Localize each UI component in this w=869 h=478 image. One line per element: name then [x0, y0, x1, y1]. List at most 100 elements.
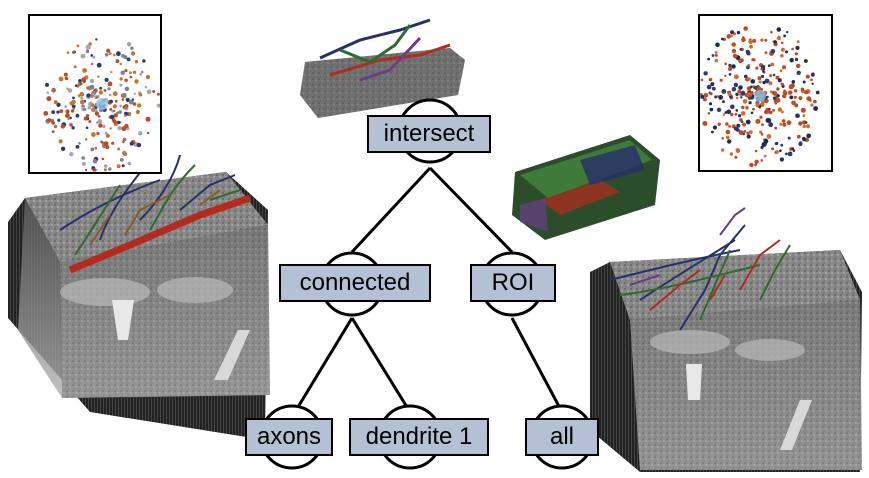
scatter-point [764, 51, 768, 55]
scatter-point [776, 35, 782, 41]
scatter-point [97, 75, 100, 78]
scatter-point [72, 50, 75, 54]
scatter-point [800, 107, 806, 113]
scatter-point [792, 149, 796, 152]
scatter-point [748, 39, 753, 45]
scatter-point [119, 104, 123, 108]
scatter-point [108, 52, 112, 56]
scatter-point [782, 122, 787, 127]
scatter-point [724, 62, 727, 66]
scatter-point [75, 145, 80, 149]
scatter-point [721, 137, 724, 140]
roi-rendering [512, 135, 660, 240]
scatter-point [722, 100, 725, 104]
scatter-point [71, 99, 76, 105]
scatter-point [730, 104, 735, 110]
scatter-point [806, 133, 811, 139]
scatter-point [725, 135, 730, 140]
scatter-point [122, 137, 127, 142]
scatter-point [758, 80, 762, 84]
scatter-point [94, 106, 98, 109]
scatter-point [810, 78, 813, 82]
scatter-point [770, 30, 773, 34]
scatter-point [117, 147, 121, 151]
scatter-point [740, 111, 746, 116]
scatter-point [782, 94, 787, 99]
scatter-point [78, 142, 81, 145]
scatter-point [53, 100, 58, 105]
scatter-point [730, 30, 734, 35]
scatter-point [144, 85, 148, 89]
scatter-point [63, 72, 68, 77]
scatter-point [737, 89, 741, 94]
scatter-point [781, 119, 786, 123]
scatter-point [764, 78, 770, 84]
scatter-point [127, 161, 132, 166]
scatter-point [773, 40, 777, 44]
right-scatter-plot [700, 26, 820, 168]
scatter-point [81, 156, 85, 160]
scatter-point [716, 95, 719, 98]
scatter-point [741, 105, 745, 110]
scatter-point [727, 92, 732, 96]
scatter-point [791, 47, 794, 51]
scatter-point [775, 142, 779, 145]
scatter-point [105, 133, 110, 138]
scatter-point [122, 140, 125, 144]
scatter-point [780, 143, 784, 147]
scatter-point [802, 114, 806, 118]
scatter-point [101, 141, 104, 144]
scatter-point [740, 96, 743, 99]
scatter-point [92, 158, 98, 164]
scatter-point [708, 102, 713, 106]
scatter-point [69, 116, 72, 120]
scatter-point [805, 74, 810, 79]
scatter-point [780, 82, 784, 86]
tree-edges [293, 166, 564, 413]
scatter-point [722, 113, 726, 116]
scatter-point [804, 90, 809, 95]
scatter-point [700, 94, 705, 99]
scatter-point [119, 77, 123, 81]
scatter-point [107, 81, 113, 87]
scatter-point [46, 91, 49, 94]
node-label-dendrite-1: dendrite 1 [349, 418, 489, 456]
scatter-point [53, 124, 58, 129]
scatter-point [59, 109, 64, 114]
node-label-all: all [525, 418, 599, 456]
scatter-point [811, 72, 815, 76]
scatter-point [721, 148, 725, 152]
scatter-point [726, 109, 732, 115]
scatter-point [98, 123, 103, 128]
scatter-point [81, 77, 86, 82]
scatter-point [794, 103, 799, 108]
scatter-point [111, 141, 115, 145]
scatter-point [799, 141, 803, 145]
scatter-point [121, 98, 125, 101]
scatter-point [119, 83, 123, 87]
scatter-point [752, 38, 757, 43]
scatter-point [709, 92, 713, 96]
scatter-point [766, 134, 772, 139]
scatter-point [735, 109, 739, 112]
scatter-point [80, 96, 84, 100]
node-label-connected: connected [279, 264, 431, 302]
scatter-point [112, 91, 118, 97]
scatter-point [82, 68, 87, 73]
scatter-point [730, 112, 734, 117]
scatter-point [718, 95, 724, 100]
scatter-point [789, 58, 794, 63]
scatter-point [790, 83, 795, 88]
scatter-point [90, 147, 95, 152]
scatter-point [731, 42, 736, 47]
scatter-point [72, 96, 75, 100]
scatter-point [135, 109, 140, 115]
scatter-point [794, 52, 798, 56]
scatter-point [776, 27, 782, 32]
scatter-point [791, 147, 794, 151]
scatter-point [784, 152, 788, 156]
scatter-point [721, 89, 727, 94]
scatter-point [735, 96, 739, 100]
scatter-point [738, 130, 744, 135]
scatter-point [86, 93, 91, 98]
